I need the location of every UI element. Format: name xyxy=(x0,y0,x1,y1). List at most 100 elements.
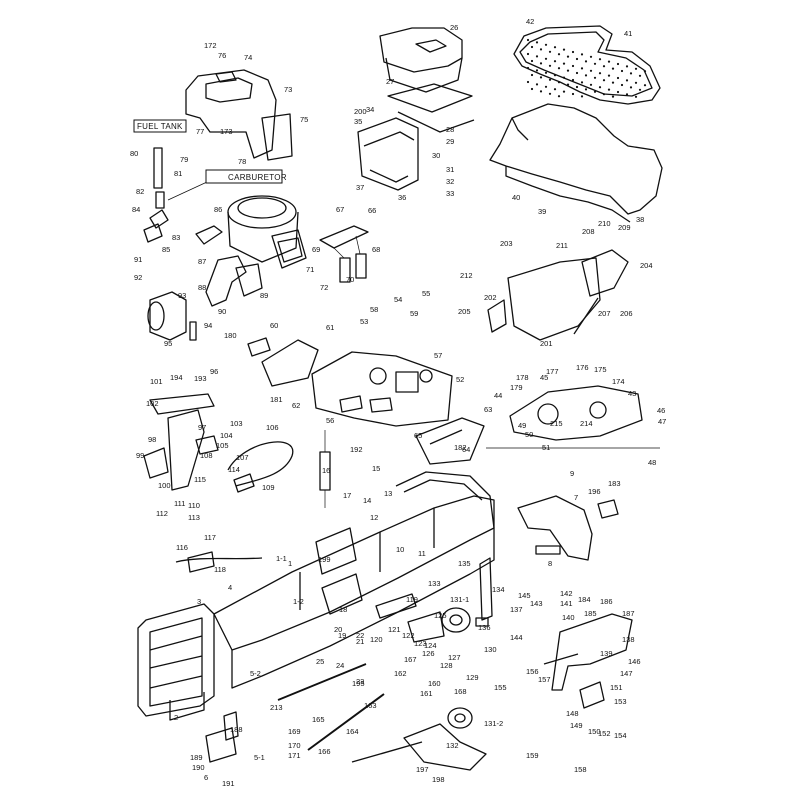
callout-167: 167 xyxy=(404,655,417,664)
callout-211: 211 xyxy=(556,241,568,250)
engine xyxy=(195,195,307,269)
callout-187: 187 xyxy=(622,609,635,618)
spindle-set xyxy=(319,225,369,283)
callout-140: 140 xyxy=(562,613,575,622)
callout-215: 215 xyxy=(550,419,563,428)
callout-86: 86 xyxy=(214,205,222,214)
callout-14: 14 xyxy=(363,496,371,505)
callout-103: 103 xyxy=(230,419,243,428)
callout-11: 11 xyxy=(418,549,426,558)
callout-158: 158 xyxy=(574,765,587,774)
callout-43: 43 xyxy=(628,389,636,398)
side-panel xyxy=(487,249,629,341)
callout-185: 185 xyxy=(584,609,597,618)
callout-202: 202 xyxy=(484,293,497,302)
fuel-tank-label: FUEL TANK xyxy=(137,122,183,131)
callout-58: 58 xyxy=(370,305,378,314)
callout-15: 15 xyxy=(372,464,380,473)
callout-109: 109 xyxy=(262,483,275,492)
callout-125: 125 xyxy=(434,611,447,620)
pedal-cover xyxy=(247,337,319,387)
callout-72: 72 xyxy=(320,283,328,292)
callout-208: 208 xyxy=(582,227,595,236)
callout-60: 60 xyxy=(270,321,278,330)
callout-163: 163 xyxy=(364,701,377,710)
callout-51: 51 xyxy=(542,443,550,452)
control-rods xyxy=(277,663,423,763)
callout-5-1: 5-1 xyxy=(254,753,265,762)
callout-44: 44 xyxy=(494,391,502,400)
callout-179: 179 xyxy=(510,383,523,392)
callout-123: 123 xyxy=(414,639,427,648)
callout-79: 79 xyxy=(180,155,188,164)
callout-132: 132 xyxy=(446,741,459,750)
front-bumper xyxy=(137,603,215,721)
callout-53: 53 xyxy=(360,317,368,326)
carburetor-label-box: CARBURETOR xyxy=(205,169,287,184)
callout-22: 22 xyxy=(356,631,364,640)
callout-55: 55 xyxy=(422,289,430,298)
callout-57: 57 xyxy=(434,351,442,360)
callout-139: 139 xyxy=(600,649,613,658)
callout-6: 6 xyxy=(204,773,208,782)
callout-191: 191 xyxy=(222,779,235,788)
brake-lever xyxy=(475,557,493,627)
callout-148: 148 xyxy=(566,709,579,718)
callout-128: 128 xyxy=(440,661,453,670)
callout-63: 63 xyxy=(484,405,492,414)
callout-30: 30 xyxy=(432,151,440,160)
rear-shock xyxy=(319,430,331,508)
callout-5-2: 5-2 xyxy=(250,669,261,678)
callout-76: 76 xyxy=(218,51,226,60)
callout-59: 59 xyxy=(410,309,418,318)
callout-197: 197 xyxy=(416,765,429,774)
battery-bracket xyxy=(205,711,239,763)
callout-130: 130 xyxy=(484,645,497,654)
steering-linkage xyxy=(143,393,219,491)
callout-9: 9 xyxy=(570,469,574,478)
callout-8: 8 xyxy=(548,559,552,568)
callout-91: 91 xyxy=(134,255,142,264)
callout-80: 80 xyxy=(130,149,138,158)
callout-90: 90 xyxy=(218,307,226,316)
callout-151: 151 xyxy=(610,683,623,692)
callout-166: 166 xyxy=(318,747,331,756)
callout-10: 10 xyxy=(396,545,404,554)
choke-cable xyxy=(175,551,263,573)
callout-33: 33 xyxy=(446,189,454,198)
callout-104: 104 xyxy=(220,431,233,440)
muffler xyxy=(147,291,197,341)
callout-99: 99 xyxy=(136,451,144,460)
callout-113: 113 xyxy=(188,513,200,522)
callout-150: 150 xyxy=(588,727,601,736)
fuel-tank-label-box: FUEL TANK xyxy=(133,119,187,133)
callout-24: 24 xyxy=(336,661,344,670)
callout-204: 204 xyxy=(640,261,653,270)
callout-3: 3 xyxy=(197,597,201,606)
callout-181: 181 xyxy=(270,395,283,404)
callout-78: 78 xyxy=(238,157,246,166)
callout-106: 106 xyxy=(266,423,279,432)
callout-177: 177 xyxy=(546,367,559,376)
callout-107: 107 xyxy=(236,453,249,462)
callout-19: 19 xyxy=(338,631,346,640)
callout-198: 198 xyxy=(432,775,445,784)
callout-83: 83 xyxy=(172,233,180,242)
callout-49: 49 xyxy=(518,421,526,430)
callout-110: 110 xyxy=(188,501,200,510)
callout-133: 133 xyxy=(428,579,441,588)
callout-96: 96 xyxy=(210,367,218,376)
callout-77: 77 xyxy=(196,127,204,136)
callout-100: 100 xyxy=(158,481,171,490)
callout-127: 127 xyxy=(448,653,461,662)
fender xyxy=(489,103,663,223)
callout-155: 155 xyxy=(494,683,507,692)
callout-20: 20 xyxy=(334,625,342,634)
callout-17: 17 xyxy=(343,491,351,500)
callout-146: 146 xyxy=(628,657,641,666)
callout-173: 173 xyxy=(220,127,233,136)
callout-138: 138 xyxy=(622,635,635,644)
callout-112: 112 xyxy=(156,509,168,518)
callout-194: 194 xyxy=(170,373,183,382)
callout-39: 39 xyxy=(538,207,546,216)
